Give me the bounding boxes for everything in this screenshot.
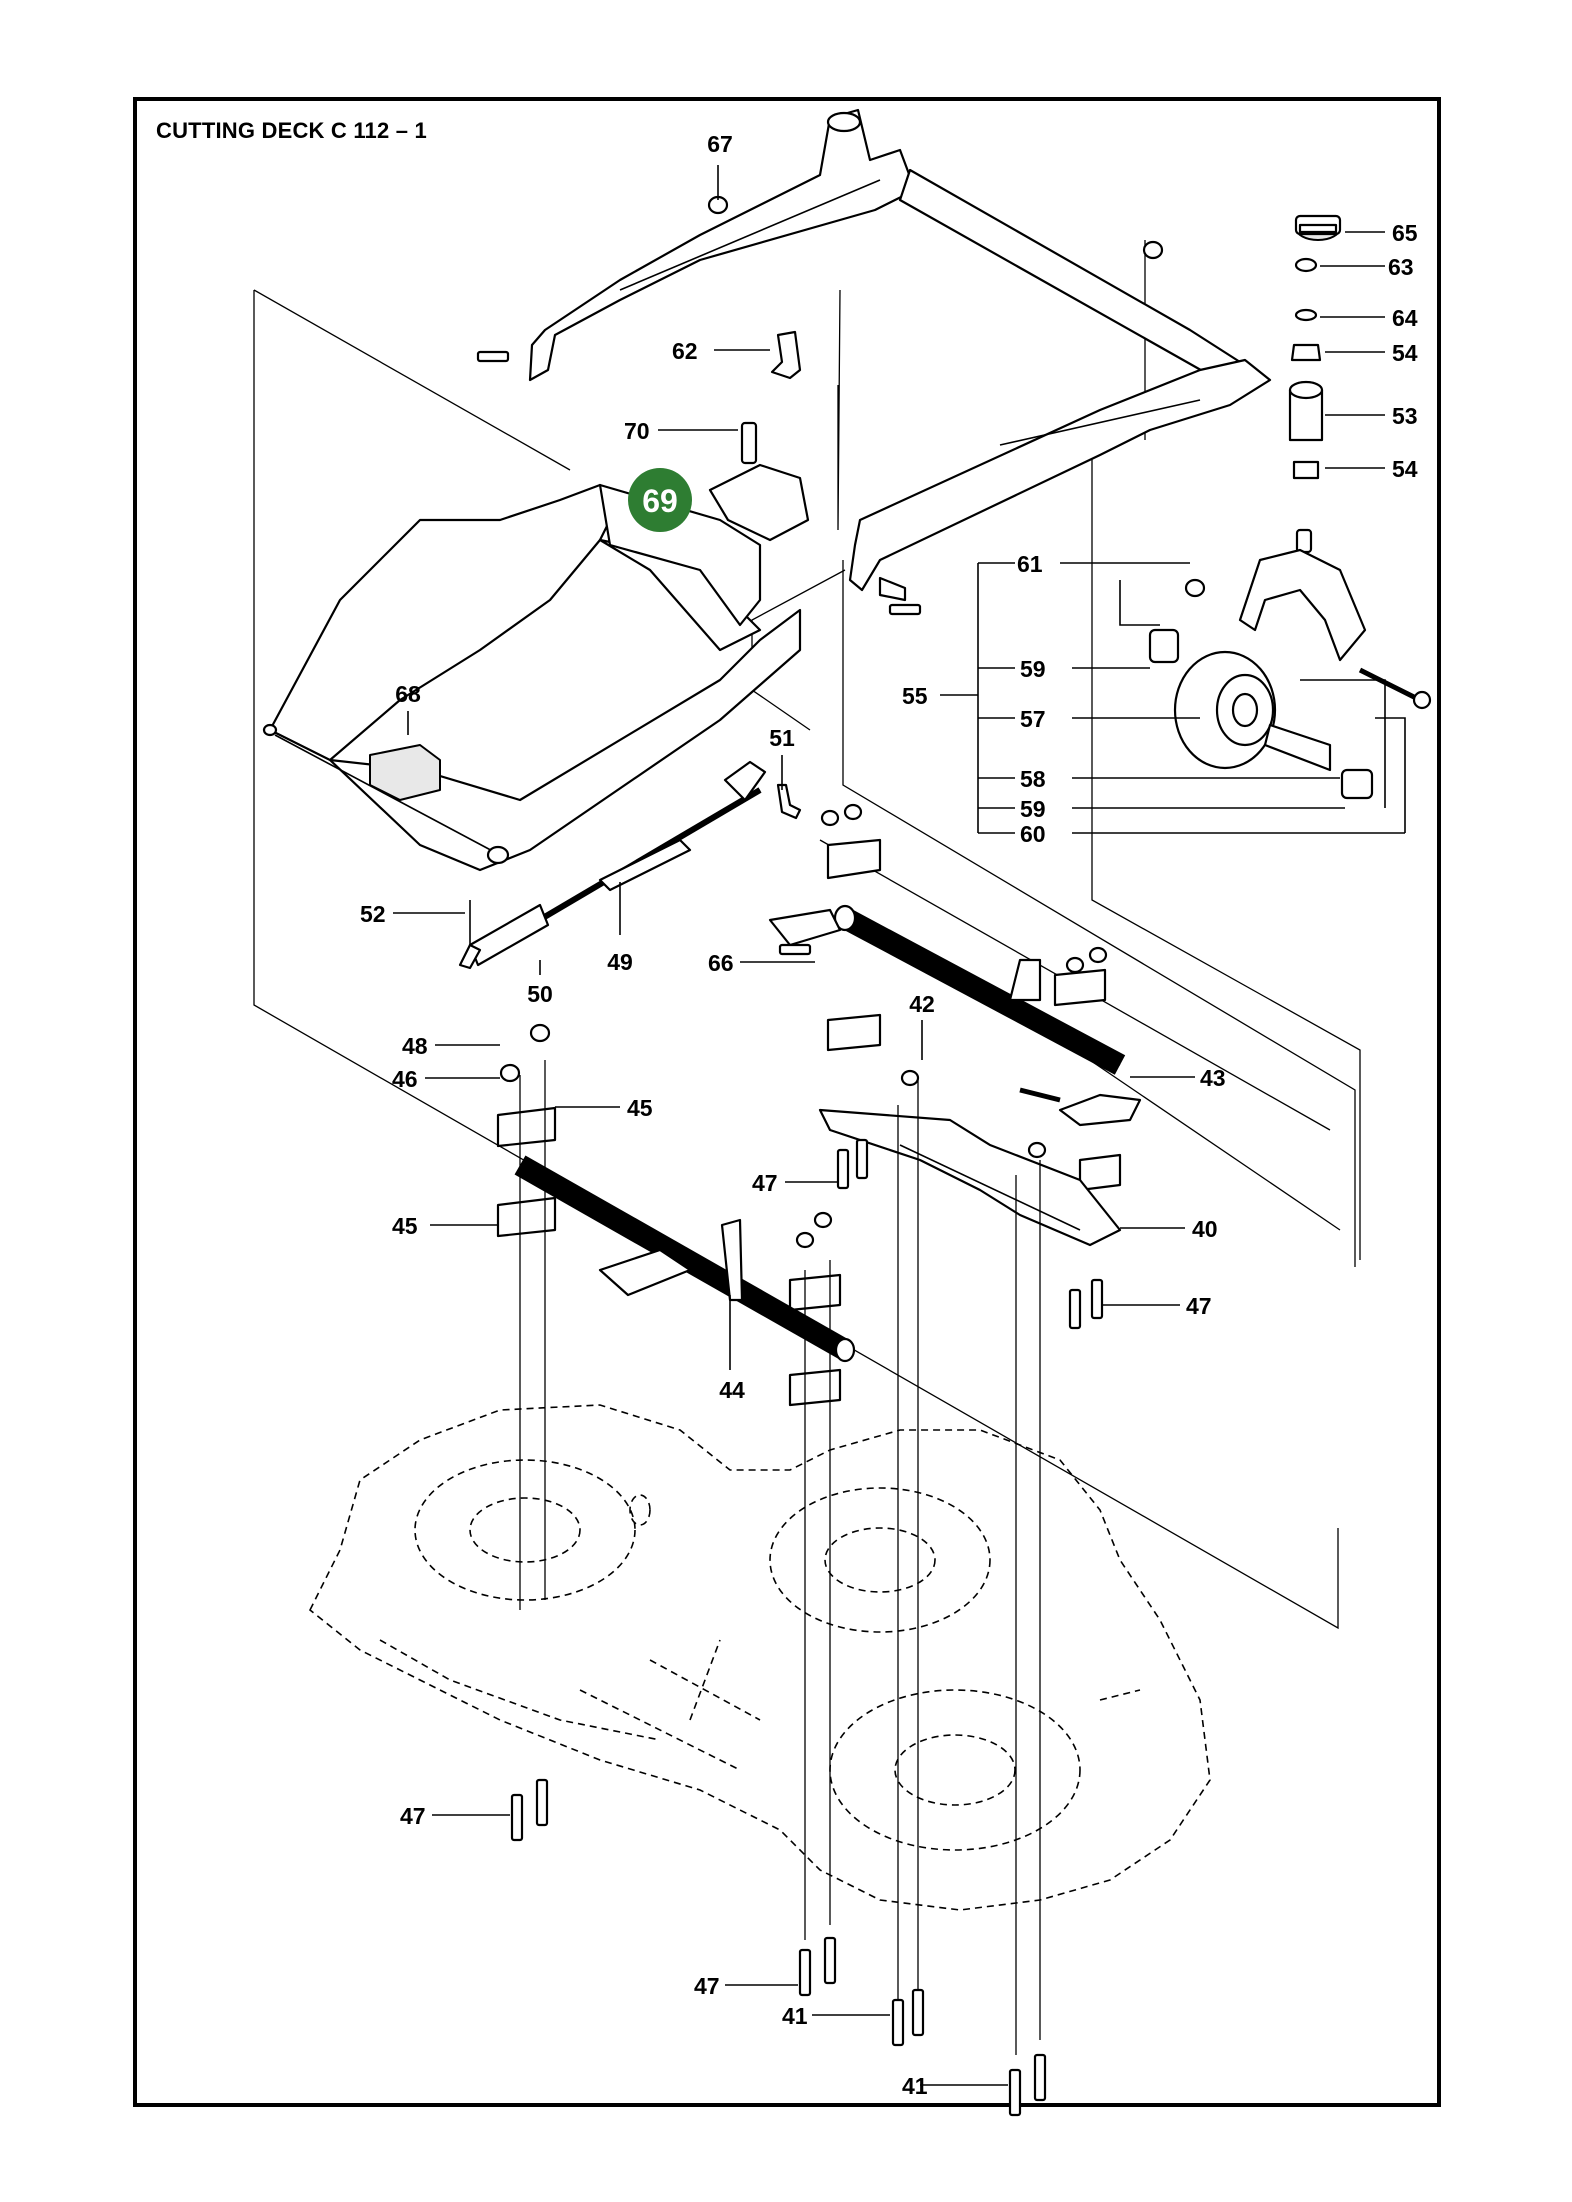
- label-47a: 47: [752, 1170, 778, 1196]
- label-57: 57: [1020, 706, 1046, 732]
- label-58: 58: [1020, 766, 1046, 792]
- right-lift-arm: [848, 358, 1272, 602]
- label-59a: 59: [1020, 656, 1046, 682]
- label-70: 70: [624, 418, 650, 444]
- bracket-plate: [708, 421, 810, 542]
- bracket-40: [818, 1108, 1122, 1247]
- diagram-frame: [133, 97, 1441, 2107]
- label-44: 44: [719, 1377, 745, 1403]
- label-54a: 54: [1392, 340, 1418, 366]
- diagram-title: CUTTING DECK C 112 – 1: [156, 118, 427, 143]
- label-46: 46: [392, 1066, 418, 1092]
- label-67: 67: [707, 131, 733, 157]
- label-66: 66: [708, 950, 734, 976]
- label-47c: 47: [400, 1803, 426, 1829]
- label-59b: 59: [1020, 796, 1046, 822]
- label-62: 62: [672, 338, 698, 364]
- label-54b: 54: [1392, 456, 1418, 482]
- leader-lines: [393, 165, 1406, 2086]
- label-50: 50: [527, 981, 553, 1007]
- label-63: 63: [1388, 254, 1414, 280]
- rear-axle: [514, 1155, 856, 1363]
- label-49: 49: [607, 949, 633, 975]
- bolt-guide-lines: [519, 1060, 1041, 2055]
- label-45a: 45: [627, 1095, 653, 1121]
- label-55: 55: [902, 683, 928, 709]
- caster-assembly: [1148, 214, 1432, 800]
- label-65: 65: [1392, 220, 1418, 246]
- cutting-deck: [308, 1404, 1211, 1911]
- part-labels: 67 65 63 64 54 53 54 62 70 61 59 55 57 5…: [360, 131, 1418, 2099]
- upper-lift-arm: [528, 108, 1247, 387]
- label-40: 40: [1192, 1216, 1218, 1242]
- label-48: 48: [402, 1033, 428, 1059]
- label-45b: 45: [392, 1213, 418, 1239]
- label-41b: 41: [902, 2073, 928, 2099]
- label-51: 51: [769, 725, 795, 751]
- label-61: 61: [1017, 551, 1043, 577]
- label-64: 64: [1392, 305, 1418, 331]
- adjust-rod: [458, 760, 802, 970]
- label-47b: 47: [1186, 1293, 1212, 1319]
- highlight-part-69[interactable]: 69: [628, 468, 692, 532]
- label-47d: 47: [694, 1973, 720, 1999]
- label-60: 60: [1020, 821, 1046, 847]
- front-axle: [768, 904, 1142, 1127]
- label-53: 53: [1392, 403, 1418, 429]
- lift-frame: [262, 483, 802, 872]
- highlight-label: 69: [642, 483, 678, 519]
- label-41a: 41: [782, 2003, 808, 2029]
- label-68: 68: [395, 681, 421, 707]
- highlight-badge[interactable]: [628, 468, 692, 532]
- label-43: 43: [1200, 1065, 1226, 1091]
- label-42: 42: [909, 991, 935, 1017]
- bolts: [476, 195, 1164, 2117]
- label-52: 52: [360, 901, 386, 927]
- mounting-blocks: [496, 803, 1122, 1407]
- bracket-62: [770, 330, 802, 380]
